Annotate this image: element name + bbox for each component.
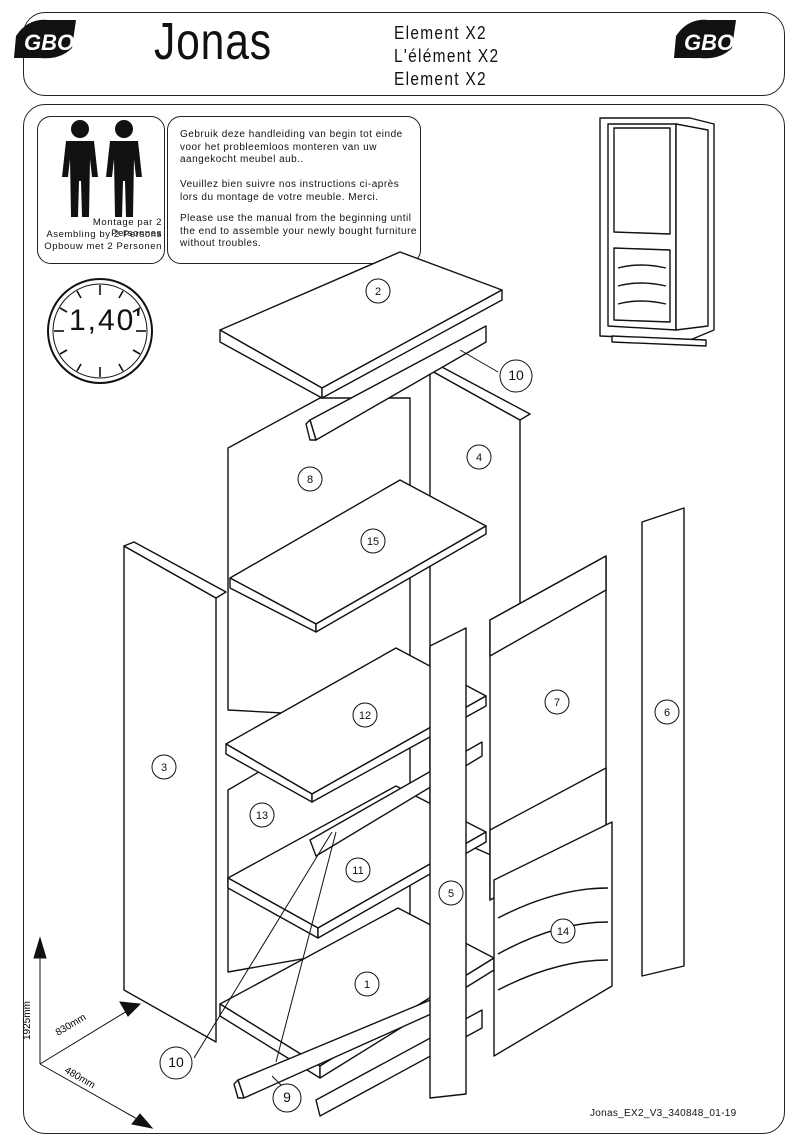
part-callout-circle <box>438 880 464 906</box>
part-callout-circle <box>297 466 323 492</box>
part-number-1: 1 <box>364 979 370 991</box>
persons-label-nl: Opbouw met 2 Personen <box>44 241 162 252</box>
part-number-11: 11 <box>352 865 363 877</box>
part-callout-circle <box>499 359 533 393</box>
part-callout-circle <box>352 702 378 728</box>
part-number-4: 4 <box>476 452 482 464</box>
part-number-12: 12 <box>359 710 371 722</box>
part-number-2: 2 <box>375 286 381 298</box>
clock-icon <box>47 278 153 384</box>
persons-label-en: Asembling by 2 Persons <box>46 229 162 240</box>
part-callout-circle <box>354 971 380 997</box>
part-callout-circle <box>345 857 371 883</box>
part-number-9: 9 <box>283 1089 291 1105</box>
document-code: Jonas_EX2_V3_340848_01-19 <box>590 1108 737 1119</box>
product-title: Jonas <box>154 13 272 71</box>
part-number-13: 13 <box>256 810 268 822</box>
part-number-10: 10 <box>168 1054 184 1070</box>
part-callout-circle <box>249 802 275 828</box>
brand-logo-left: GBO <box>10 16 82 62</box>
element-label-nl: Element X2 <box>394 23 487 43</box>
height-dimension: 1925mm <box>22 1001 33 1040</box>
part-callout-circle <box>544 689 570 715</box>
instructions-fr: Veuillez bien suivre nos instructions ci… <box>180 179 400 203</box>
brand-logo-right-text: GBO <box>684 30 734 55</box>
part-callout-circle <box>159 1046 193 1080</box>
part-callout-circle <box>654 699 680 725</box>
assembly-time: 1,40' <box>68 304 144 337</box>
depth-dimension: 480mm <box>63 1065 97 1091</box>
part-callout-circle <box>272 1083 302 1113</box>
width-dimension: 830mm <box>54 1012 88 1039</box>
part-callout-circle <box>550 918 576 944</box>
part-number-8: 8 <box>307 474 313 486</box>
part-callout-circle <box>360 528 386 554</box>
part-callout-circle <box>151 754 177 780</box>
brand-logo-left-text: GBO <box>24 30 74 55</box>
part-number-6: 6 <box>664 707 670 719</box>
part-number-3: 3 <box>161 762 167 774</box>
persons-box: Montage par 2 Personnes Asembling by 2 P… <box>37 116 165 264</box>
instructions-nl: Gebruik deze handleiding van begin tot e… <box>180 129 403 165</box>
two-persons-icon <box>62 120 142 217</box>
element-label-en: Element X2 <box>394 69 487 89</box>
cabinet-preview <box>599 117 715 347</box>
part-number-5: 5 <box>448 888 454 900</box>
part-callout-circle <box>365 278 391 304</box>
part-number-7: 7 <box>554 697 560 709</box>
part-number-14: 14 <box>557 926 569 938</box>
instructions-en: Please use the manual from the beginning… <box>180 213 417 249</box>
part-number-10: 10 <box>508 367 524 383</box>
part-number-15: 15 <box>367 536 379 548</box>
main-panel <box>23 104 785 1134</box>
part-callout-circle <box>466 444 492 470</box>
brand-logo-right: GBO <box>670 16 742 62</box>
element-label-fr: L'élément X2 <box>394 46 500 66</box>
persons-label-fr: Montage par 2 Personnes <box>92 217 162 239</box>
instructions-box: Gebruik deze handleiding van begin tot e… <box>167 116 421 264</box>
